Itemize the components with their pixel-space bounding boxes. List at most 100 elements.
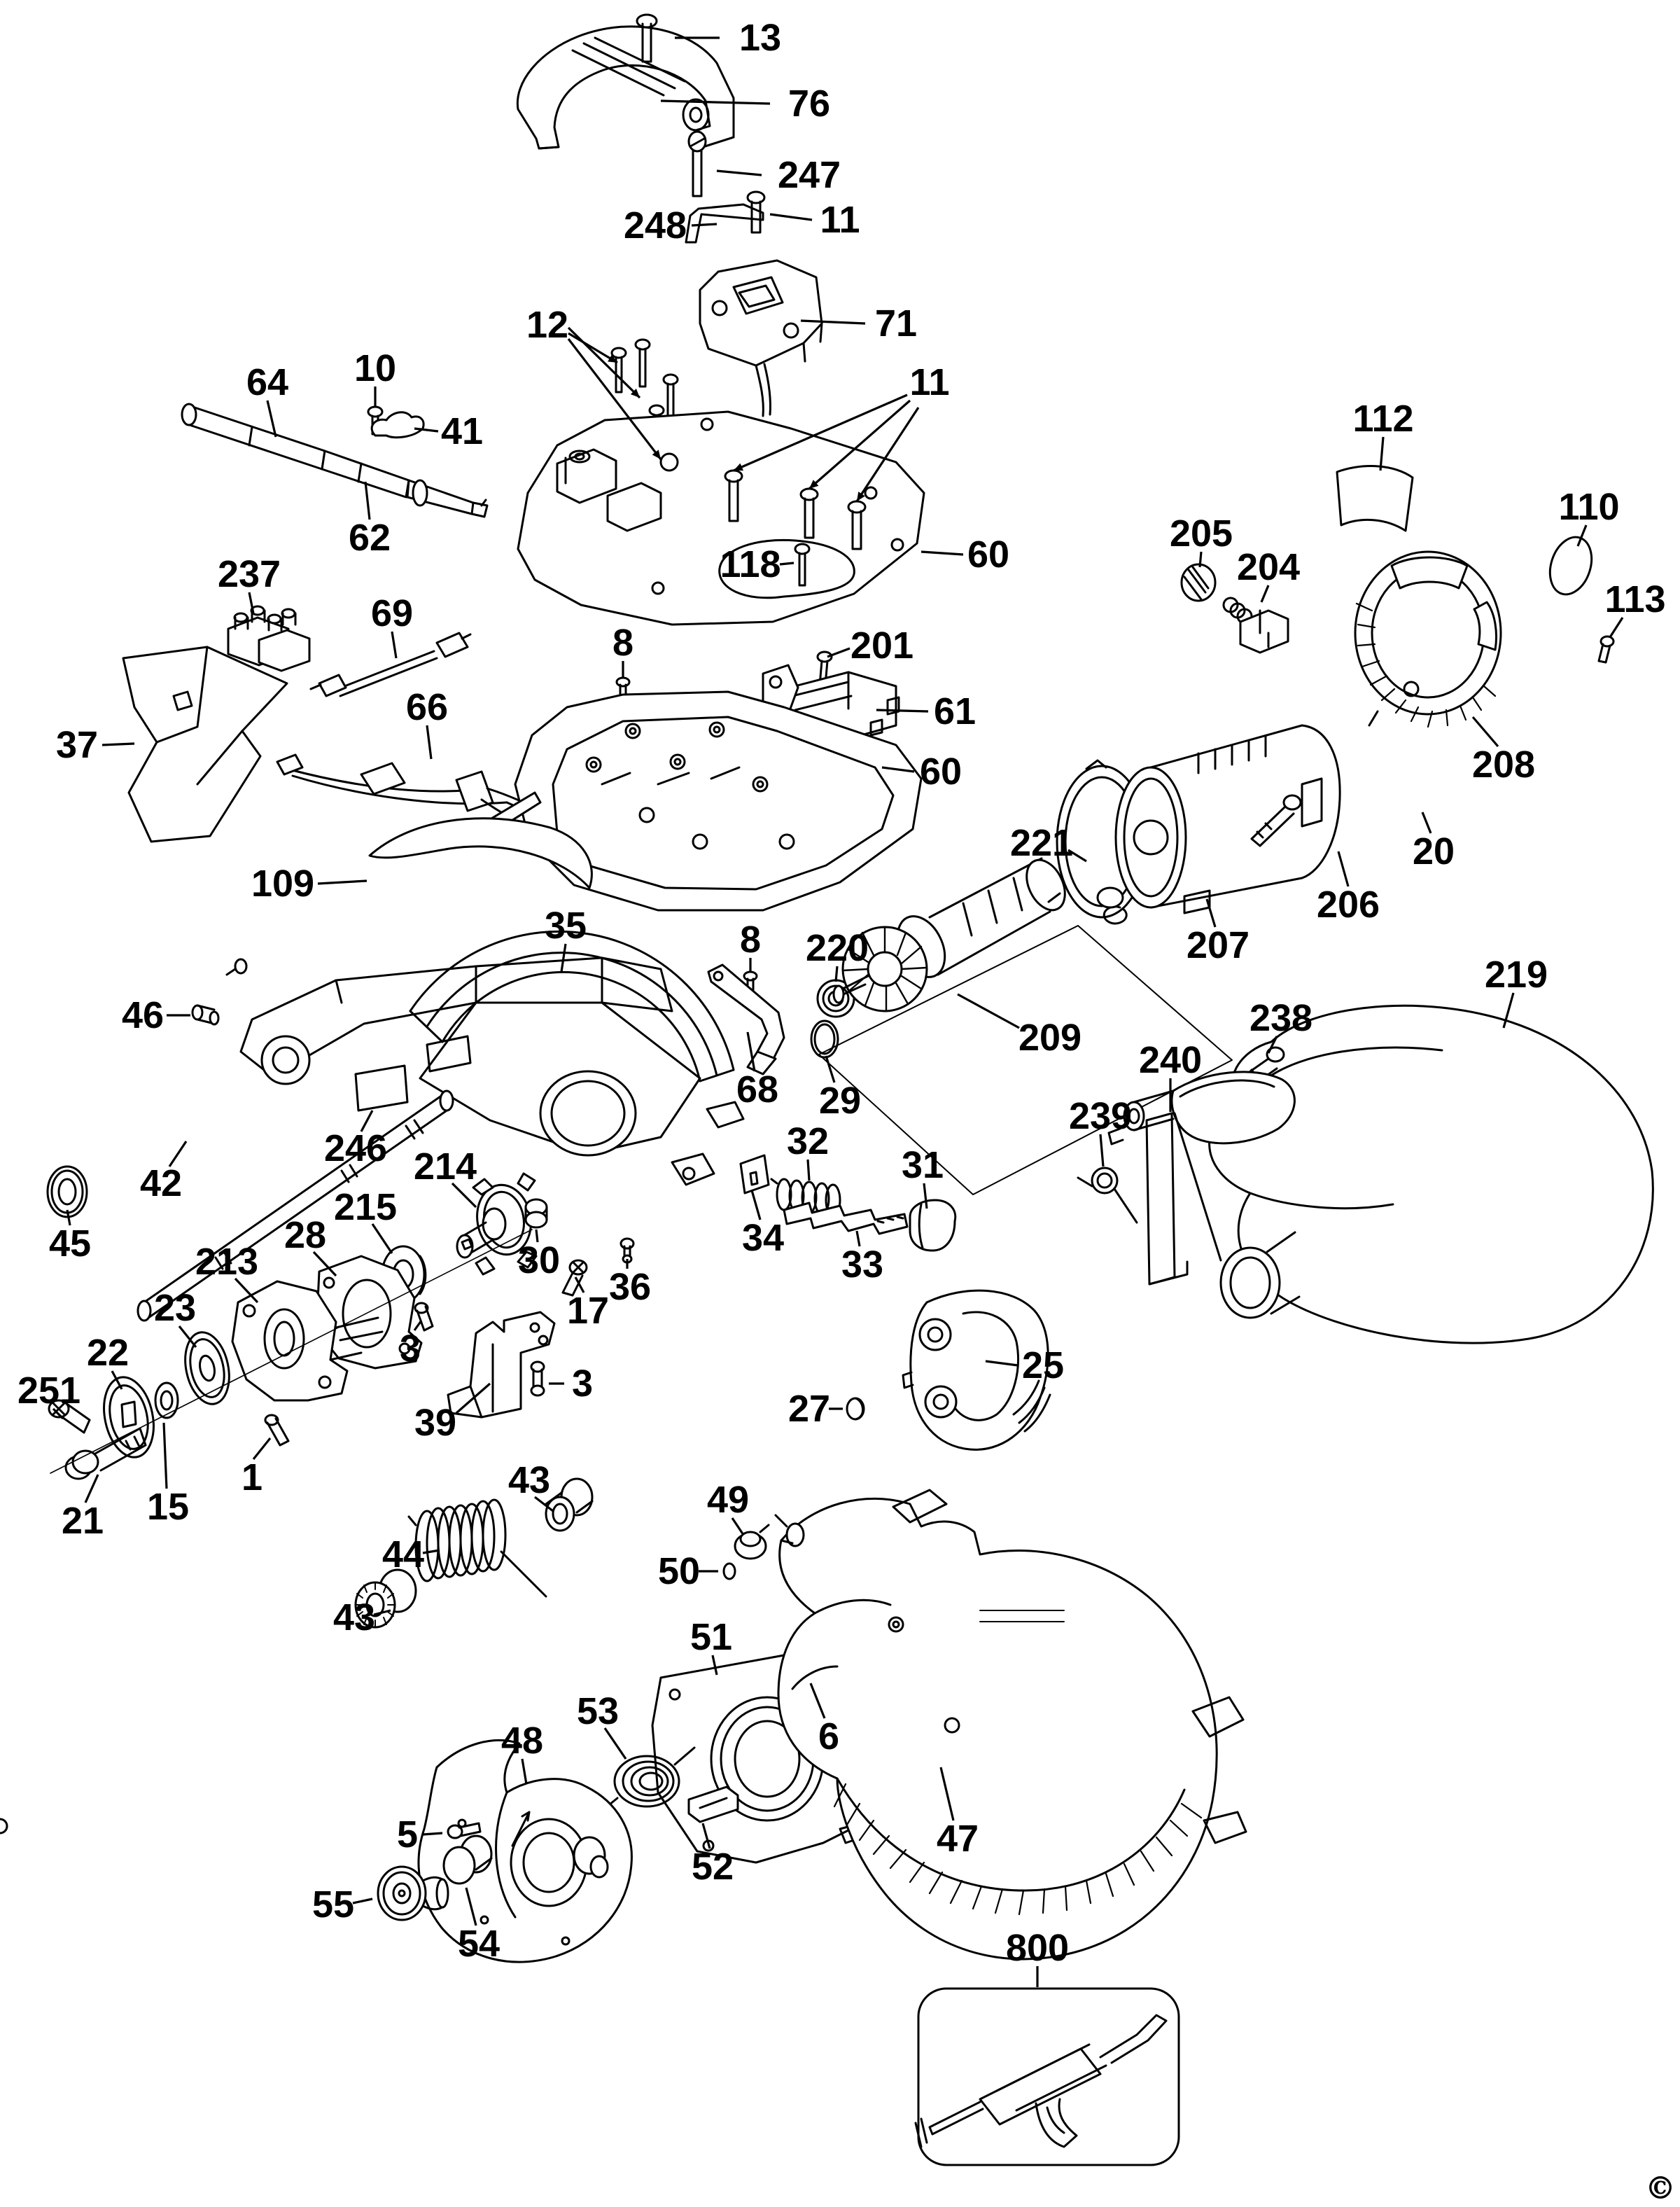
part-number-label-71: 71: [875, 302, 917, 344]
part-wire-link-248: [685, 203, 764, 244]
part-number-label-47: 47: [937, 1818, 979, 1860]
leader-line-54: [465, 1887, 477, 1926]
part-number-label-10: 10: [354, 347, 396, 389]
leader-arrowhead-12: [608, 354, 617, 363]
part-knob-55: [377, 1865, 449, 1921]
part-number-label-17: 17: [567, 1290, 609, 1332]
part-number-label-46: 46: [122, 994, 164, 1036]
part-screw-3-upper: [414, 1302, 434, 1332]
part-number-label-53: 53: [577, 1690, 619, 1732]
part-end-cap-208: [1354, 550, 1502, 728]
leader-line-248: [691, 223, 718, 227]
part-number-label-60a: 60: [967, 534, 1009, 576]
part-number-label-68: 68: [736, 1068, 778, 1111]
part-flange-22: [103, 1376, 155, 1458]
part-bracket-39: [447, 1311, 556, 1419]
leader-line-69: [391, 631, 398, 659]
part-number-label-29: 29: [819, 1080, 861, 1122]
part-pin-3-lower: [530, 1360, 545, 1397]
leader-line-110: [1576, 524, 1588, 547]
part-number-label-1: 1: [241, 1456, 262, 1498]
part-number-label-112: 112: [1352, 398, 1413, 440]
part-arm-upper-guard-35: [225, 930, 745, 1186]
leader-line-31: [923, 1183, 928, 1209]
part-number-label-51: 51: [690, 1616, 732, 1658]
leader-line-5: [422, 1832, 443, 1836]
leader-line-60a: [920, 550, 964, 556]
part-switch-housing-71: [699, 259, 823, 417]
leader-line-76: [660, 99, 771, 105]
part-curved-spring-109: [368, 817, 593, 889]
part-number-label-21: 21: [62, 1500, 104, 1542]
part-number-label-206: 206: [1317, 884, 1380, 926]
part-service-kit-800: [914, 1987, 1180, 2166]
guide-axis-spindle: [50, 1229, 533, 1474]
leader-line-43a: [534, 1496, 554, 1512]
part-number-label-118: 118: [720, 543, 780, 585]
part-number-label-110: 110: [1558, 486, 1619, 528]
leader-line-109: [317, 879, 368, 885]
part-number-label-44: 44: [382, 1533, 424, 1575]
part-number-label-62: 62: [349, 517, 391, 559]
part-number-label-8a: 8: [612, 622, 634, 664]
part-end-cover-25: [902, 1289, 1051, 1451]
part-number-label-209: 209: [1018, 1017, 1082, 1059]
part-number-label-6: 6: [818, 1715, 839, 1757]
part-number-label-113: 113: [1604, 578, 1665, 620]
part-screw-251: [48, 1399, 91, 1434]
leader-line-33: [855, 1230, 861, 1247]
part-number-label-31: 31: [902, 1144, 944, 1186]
leader-line-37: [102, 742, 135, 746]
leader-line-220: [834, 966, 839, 982]
leader-line-11b: [808, 399, 911, 490]
leader-line-29: [825, 1055, 836, 1083]
leader-line-32: [806, 1159, 811, 1181]
leader-line-49: [731, 1517, 745, 1536]
part-number-label-13: 13: [739, 17, 781, 59]
leader-line-11a: [769, 213, 813, 221]
leader-line-28: [312, 1251, 337, 1277]
part-guard-link-68: [707, 963, 785, 1075]
leader-line-21: [84, 1474, 99, 1503]
part-number-label-34: 34: [742, 1217, 784, 1259]
leader-line-61: [876, 709, 929, 713]
leader-line-35: [560, 943, 567, 973]
leader-line-213: [234, 1277, 259, 1304]
part-number-label-41: 41: [441, 410, 483, 452]
part-number-label-37: 37: [56, 724, 98, 766]
part-clip-34: [739, 1154, 770, 1195]
leader-line-214: [451, 1182, 477, 1209]
leader-line-20: [1421, 812, 1432, 834]
leader-line-12: [568, 332, 618, 364]
part-rivet-36: [620, 1237, 635, 1264]
part-number-label-55: 55: [312, 1884, 354, 1926]
part-number-label-237: 237: [218, 553, 281, 595]
part-number-label-50: 50: [658, 1550, 700, 1592]
part-number-label-35: 35: [545, 905, 587, 947]
part-number-label-207: 207: [1186, 924, 1250, 966]
part-brush-204: [1222, 597, 1289, 654]
leader-line-239: [1099, 1134, 1105, 1167]
part-number-label-215: 215: [334, 1186, 397, 1228]
leader-line-118: [779, 562, 794, 566]
part-number-label-76: 76: [788, 83, 830, 125]
part-pivot-tube-42: [136, 1089, 454, 1322]
part-number-label-213: 213: [195, 1241, 258, 1283]
part-number-label-247: 247: [778, 154, 841, 196]
part-torsion-spring-44: [407, 1498, 547, 1598]
part-latch-33: [783, 1202, 909, 1235]
leader-line-62: [364, 481, 371, 520]
part-number-label-30: 30: [518, 1239, 560, 1281]
part-oring-50: [722, 1562, 736, 1580]
leader-line-113: [1609, 617, 1624, 638]
leader-line-205: [1198, 551, 1203, 568]
part-screw-13: [636, 13, 658, 63]
leader-line-17: [574, 1276, 585, 1293]
part-chute-37: [122, 646, 288, 843]
leader-line-66: [426, 725, 433, 760]
part-wire-69: [309, 632, 472, 697]
part-number-label-248: 248: [624, 204, 687, 246]
part-number-label-27: 27: [788, 1388, 830, 1430]
